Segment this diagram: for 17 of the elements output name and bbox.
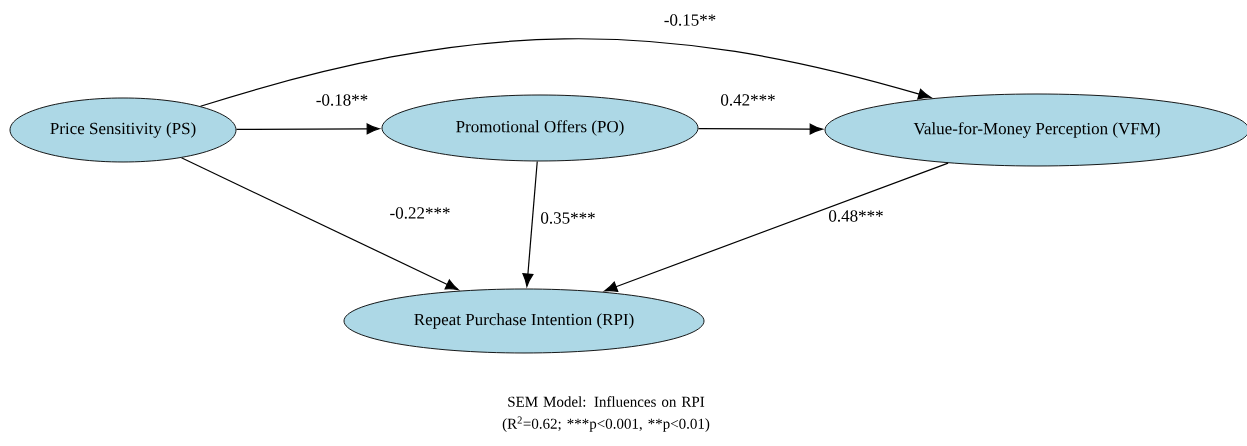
edge-label: -0.22***	[388, 206, 452, 220]
ellipse-node: Value-for-Money Perception (VFM)	[824, 93, 1247, 167]
edge-label: -0.15**	[662, 13, 718, 27]
edge-label: 0.35***	[539, 211, 597, 225]
arrow	[604, 162, 949, 292]
ellipse-node: Price Sensitivity (PS)	[9, 97, 237, 163]
arrow	[697, 123, 823, 135]
edge-label: -0.18**	[314, 93, 370, 107]
ellipse-node: Promotional Offers (PO)	[381, 94, 699, 162]
arrow	[180, 157, 459, 291]
edge-label: 0.42***	[719, 93, 777, 107]
arrow	[235, 123, 380, 135]
arrow	[199, 38, 932, 107]
edge-label: 0.48***	[827, 209, 885, 223]
ellipse-node: Repeat Purchase Intention (RPI)	[343, 288, 705, 354]
caption: SEM Model: Influences on RPI (R$^{2}$=0.62; ***p<0.001, **p<0.01)	[502, 396, 710, 432]
arrow	[522, 160, 538, 287]
